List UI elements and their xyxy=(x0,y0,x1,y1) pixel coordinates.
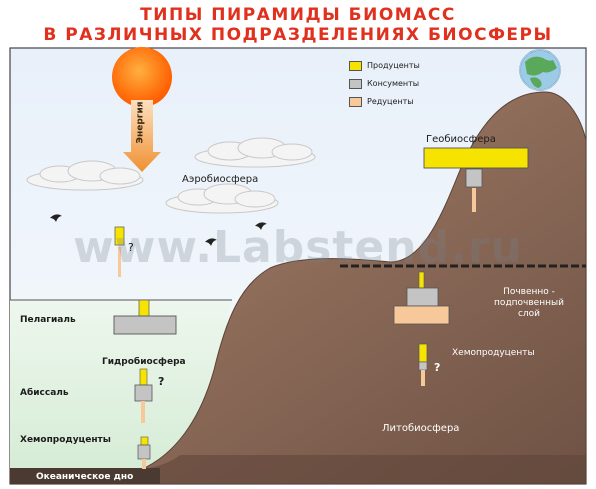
ocean-floor-label: Океаническое дно xyxy=(36,472,134,482)
sun xyxy=(112,47,172,107)
abyssal-consumer-block xyxy=(134,384,153,402)
sea-chemo-reducer-stem xyxy=(142,459,146,469)
legend-swatch-consumers xyxy=(349,79,362,89)
bird-icon-1 xyxy=(50,214,62,222)
soil-layer-label-line1: Почвенно - xyxy=(503,287,555,297)
aero-producer-block xyxy=(114,226,125,246)
litho-reducer-stem xyxy=(421,370,425,386)
title-line-2: В РАЗЛИЧНЫХ ПОДРАЗДЕЛЕНИЯХ БИОСФЕРЫ xyxy=(43,25,553,45)
soil-layer-label-line2: подпочвенный xyxy=(494,298,564,308)
geo-consumer-block xyxy=(465,168,483,188)
pelagial-consumer-block xyxy=(113,315,177,335)
sea-chemo-producer-block xyxy=(140,436,149,446)
soil-producer-block xyxy=(418,271,425,289)
watermark: www.Labstend.ru xyxy=(73,222,523,273)
abyssal-question-mark: ? xyxy=(158,375,165,388)
globe-logo-icon xyxy=(519,49,561,91)
energy-label: Энергия xyxy=(135,101,146,144)
abyssal-label: Абиссаль xyxy=(20,388,69,398)
cloud-2 xyxy=(26,160,144,191)
title-line-1: ТИПЫ ПИРАМИДЫ БИОМАСС xyxy=(140,5,456,25)
chemoproducers-sea-label: Хемопродуценты xyxy=(20,435,111,445)
litho-consumer-block xyxy=(418,361,428,371)
legend-label-consumers: Консументы xyxy=(367,79,420,88)
soil-reducer-block xyxy=(393,305,450,325)
aero-reducer-stem xyxy=(118,247,121,277)
abyssal-reducer-stem xyxy=(141,401,145,423)
cloud-1 xyxy=(194,137,316,168)
geo-reducer-stem xyxy=(472,188,476,212)
geobiosphere-label: Геобиосфера xyxy=(426,134,496,145)
aerobiosphere-label: Аэробиосфера xyxy=(182,174,259,185)
soil-consumer-block xyxy=(406,287,439,307)
ocean-floor-band xyxy=(10,468,160,484)
legend-swatch-producers xyxy=(349,61,362,71)
energy-arrow xyxy=(123,100,161,172)
bird-icon-2 xyxy=(205,238,217,246)
legend-label-reducers: Редуценты xyxy=(367,97,414,106)
pelagial-label: Пелагиаль xyxy=(20,315,76,325)
bird-icon-3 xyxy=(255,222,267,230)
legend-label-producers: Продуценты xyxy=(367,61,420,70)
ocean-area xyxy=(10,300,232,470)
sea-chemo-consumer-block xyxy=(137,444,151,460)
chemoproducers-litho-label: Хемопродуценты xyxy=(452,348,535,358)
hydrobiosphere-label: Гидробиосфера xyxy=(102,357,186,367)
litho-question-mark: ? xyxy=(434,361,441,374)
mountain xyxy=(9,91,587,485)
abyssal-producer-block xyxy=(139,368,148,386)
soil-layer-label-line3: слой xyxy=(517,309,541,319)
cloud-3 xyxy=(165,183,279,214)
aero-question-mark: ? xyxy=(128,241,134,254)
pelagial-producer-block xyxy=(138,299,150,317)
litho-producer-block xyxy=(418,343,428,363)
legend-swatch-reducers xyxy=(349,97,362,107)
geo-producer-block xyxy=(423,147,529,169)
lithobiosphere-label: Литобиосфера xyxy=(382,423,460,434)
